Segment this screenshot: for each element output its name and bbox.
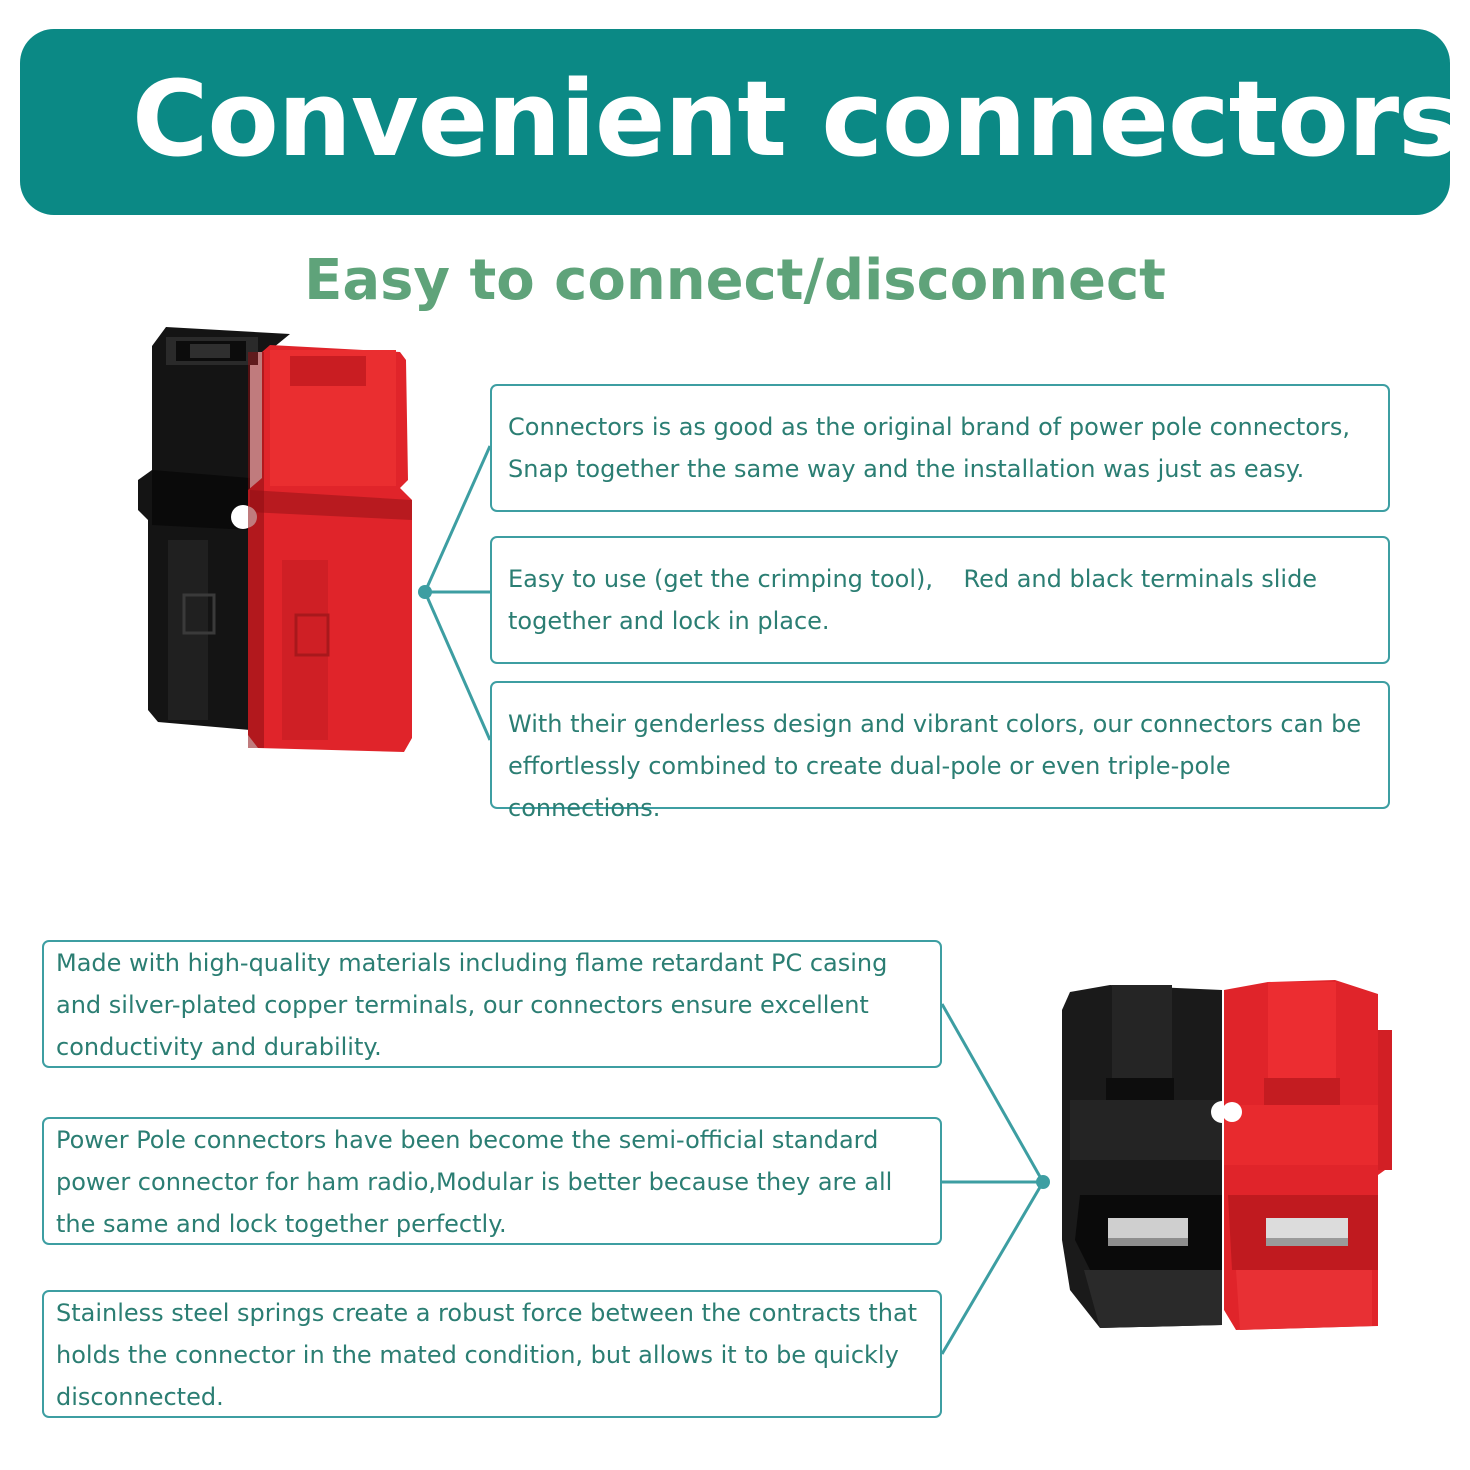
feature-box-genderless: With their genderless design and vibrant… <box>490 681 1390 822</box>
feature-box-materials: Made with high-quality materials includi… <box>42 940 942 1068</box>
feature-text: Easy to use (get the crimping tool), Red… <box>508 565 1325 635</box>
bottom-callout-dot <box>1036 1175 1050 1189</box>
connector-pair-front-image <box>138 327 412 752</box>
section-subtitle: Easy to connect/disconnect <box>304 248 1166 313</box>
feature-text: Power Pole connectors have been become t… <box>56 1126 893 1238</box>
feature-box-compatibility: Connectors is as good as the original br… <box>490 384 1390 512</box>
feature-box-easy-use: Easy to use (get the crimping tool), Red… <box>490 536 1390 664</box>
feature-text: Made with high-quality materials includi… <box>56 949 888 1061</box>
feature-text: Connectors is as good as the original br… <box>508 413 1351 483</box>
page-title: Convenient connectors <box>132 58 1460 180</box>
top-callout-lines <box>423 445 492 741</box>
top-callout-dot <box>418 585 432 599</box>
feature-box-standard: Power Pole connectors have been become t… <box>42 1117 942 1245</box>
bottom-callout-lines <box>940 1003 1045 1355</box>
feature-text: Stainless steel springs create a robust … <box>56 1299 918 1411</box>
feature-text: With their genderless design and vibrant… <box>508 710 1362 822</box>
header-banner: Convenient connectors <box>20 29 1460 215</box>
connector-pair-side-image <box>1062 980 1392 1330</box>
feature-box-springs: Stainless steel springs create a robust … <box>42 1290 942 1418</box>
